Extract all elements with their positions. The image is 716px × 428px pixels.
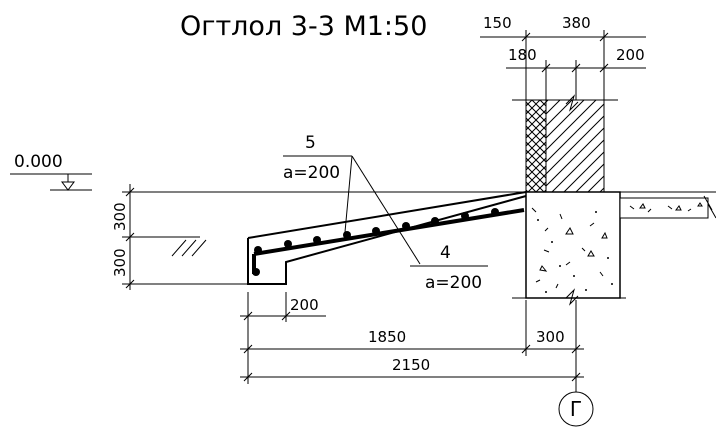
level-mark-value: 0.000 [14,152,63,172]
bottom-dimensions: 200 1850 300 2150 [240,292,584,384]
dim-bottom-200: 200 [290,296,319,314]
axis-marker: Г [558,384,594,427]
blind-area-slab [247,191,527,285]
wall-insulation [525,99,547,193]
rebar-label-5-spacing: a=200 [283,163,340,183]
rebar-label-4-number: 4 [440,243,451,263]
top-dimensions: 150 380 180 200 [480,14,646,100]
rebar-label-4: 4 a=200 [410,243,488,293]
rebar-line [252,208,525,274]
rebar-label-5: 5 a=200 [283,133,421,265]
left-dimensions: 300 300 [111,184,248,290]
concrete-footing [525,191,621,299]
dim-top-150: 150 [483,14,512,32]
floor-slab [619,191,716,219]
wall-masonry [545,94,605,193]
dim-bottom-2150: 2150 [392,356,430,374]
dim-left-300-bottom: 300 [111,248,129,277]
dim-top-200: 200 [616,46,645,64]
drawing-title: Огтлол 3-3 М1:50 [180,11,427,42]
dim-top-180: 180 [508,46,537,64]
rebar-label-4-spacing: a=200 [425,273,482,293]
earth-hatch [171,239,207,257]
dim-bottom-300: 300 [536,328,565,346]
dim-bottom-1850: 1850 [368,328,406,346]
dim-top-380: 380 [562,14,591,32]
dim-left-300-top: 300 [111,202,129,231]
rebar-label-5-number: 5 [305,133,316,153]
level-mark: 0.000 [10,152,92,191]
axis-marker-label: Г [570,397,582,421]
rebar-dots [252,208,499,276]
